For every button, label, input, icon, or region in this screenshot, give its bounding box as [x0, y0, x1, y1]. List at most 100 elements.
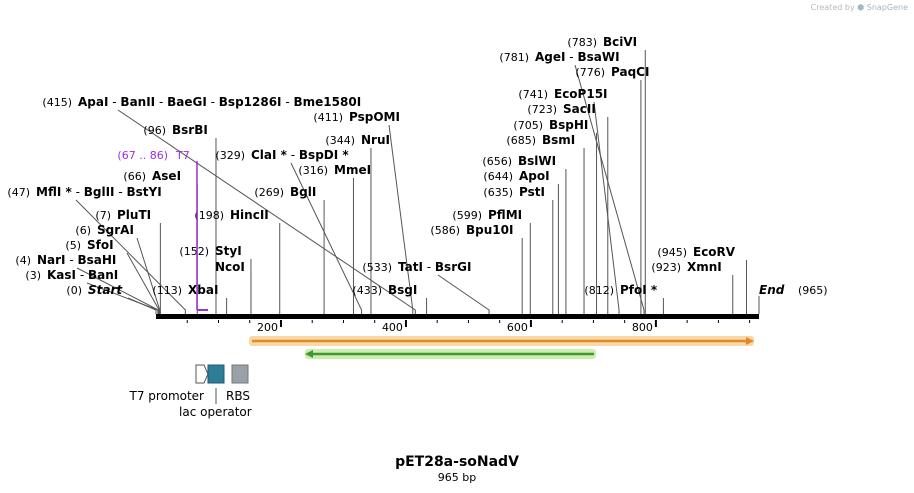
enzyme-name[interactable]: TatI: [398, 260, 423, 274]
enzyme-name[interactable]: Start: [88, 283, 123, 297]
site-enzymes[interactable]: PaqCI: [611, 65, 649, 79]
enzyme-name[interactable]: BspHI: [549, 118, 588, 132]
site-enzymes[interactable]: BsgI: [388, 283, 417, 297]
enzyme-name[interactable]: BsmI: [542, 133, 575, 147]
enzyme-name[interactable]: MflI *: [36, 185, 72, 199]
site-enzymes[interactable]: BciVI: [603, 35, 637, 49]
enzyme-name[interactable]: BsrBI: [172, 123, 208, 137]
enzyme-name[interactable]: SfoI: [87, 238, 114, 252]
site-position: (7): [95, 209, 111, 222]
enzyme-name[interactable]: BslWI: [518, 154, 556, 168]
enzyme-name[interactable]: EcoRV: [693, 245, 736, 259]
enzyme-name[interactable]: BsaWI: [577, 50, 619, 64]
site-enzymes[interactable]: HincII: [230, 208, 269, 222]
site-position: (533): [362, 261, 392, 274]
site-enzymes[interactable]: Bpu10I: [466, 223, 513, 237]
site-enzymes[interactable]: ApoI: [519, 169, 550, 183]
site-enzymes[interactable]: BsmI: [542, 133, 575, 147]
site-position: (47): [7, 186, 30, 199]
site-enzymes[interactable]: AseI: [152, 169, 181, 183]
site-leader-line: [574, 64, 645, 314]
site-enzymes[interactable]: PstI: [519, 185, 545, 199]
enzyme-name[interactable]: PflMI: [488, 208, 522, 222]
enzyme-name[interactable]: BsgI: [388, 283, 417, 297]
enzyme-name[interactable]: EcoP15I: [554, 87, 608, 101]
arrow-left-icon: [305, 350, 313, 358]
site-enzymes[interactable]: SfoI: [87, 238, 114, 252]
enzyme-name[interactable]: BglI: [290, 185, 316, 199]
enzyme-name[interactable]: PaqCI: [611, 65, 649, 79]
site-enzymes[interactable]: NarI - BsaHI: [37, 253, 116, 267]
enzyme-name[interactable]: NcoI: [215, 260, 245, 274]
site-enzymes[interactable]: Start: [88, 283, 123, 297]
site-enzymes[interactable]: PflMI: [488, 208, 522, 222]
enzyme-name[interactable]: BanI: [88, 268, 118, 282]
site-enzymes[interactable]: PspOMI: [349, 110, 400, 124]
enzyme-name[interactable]: AseI: [152, 169, 181, 183]
site-enzymes[interactable]: AgeI - BsaWI: [535, 50, 620, 64]
enzyme-name[interactable]: BsrGI: [435, 260, 472, 274]
site-enzymes[interactable]: SgrAI: [97, 223, 134, 237]
enzyme-name[interactable]: BaeGI: [167, 95, 207, 109]
enzyme-name[interactable]: SacII: [563, 102, 596, 116]
site-enzymes[interactable]: EcoP15I: [554, 87, 608, 101]
enzyme-name[interactable]: BglII: [84, 185, 115, 199]
enzyme-name[interactable]: XmnI: [687, 260, 722, 274]
enzyme-name[interactable]: PfoI *: [620, 283, 658, 297]
enzyme-name[interactable]: Bpu10I: [466, 223, 513, 237]
enzyme-name[interactable]: HincII: [230, 208, 269, 222]
enzyme-name[interactable]: SgrAI: [97, 223, 134, 237]
site-enzymes[interactable]: StyI: [215, 244, 242, 258]
site-enzymes[interactable]: BsrBI: [172, 123, 208, 137]
site-position: (644): [483, 170, 513, 183]
site-enzymes[interactable]: SacII: [563, 102, 596, 116]
enzyme-name[interactable]: BanII: [120, 95, 155, 109]
enzyme-name[interactable]: MmeI: [334, 163, 371, 177]
site-position: (656): [482, 155, 512, 168]
site-enzymes[interactable]: KasI - BanI: [47, 268, 118, 282]
site-position: (812): [584, 284, 614, 297]
enzyme-name[interactable]: XbaI: [188, 283, 218, 297]
site-enzymes[interactable]: NruI: [361, 133, 390, 147]
site-enzymes[interactable]: XbaI: [188, 283, 218, 297]
site-enzymes[interactable]: BglI: [290, 185, 316, 199]
enzyme-name[interactable]: BspDI *: [299, 148, 349, 162]
site-position: (741): [518, 88, 548, 101]
enzyme-name[interactable]: BstYI: [126, 185, 161, 199]
orf-feature-green[interactable]: [305, 349, 596, 359]
enzyme-name[interactable]: BciVI: [603, 35, 637, 49]
site-position: (198): [194, 209, 224, 222]
site-enzymes[interactable]: ClaI * - BspDI *: [251, 148, 349, 162]
enzyme-name[interactable]: KasI: [47, 268, 76, 282]
site-enzymes[interactable]: ApaI - BanII - BaeGI - Bsp1286I - Bme158…: [78, 95, 361, 109]
snapgene-logo-icon: ⬢: [857, 3, 865, 12]
enzyme-name[interactable]: NarI: [37, 253, 66, 267]
enzyme-name[interactable]: Bsp1286I: [219, 95, 282, 109]
orf-feature-orange[interactable]: [249, 336, 754, 346]
enzyme-name[interactable]: ApoI: [519, 169, 550, 183]
enzyme-name[interactable]: PstI: [519, 185, 545, 199]
enzyme-name[interactable]: PspOMI: [349, 110, 400, 124]
site-enzymes[interactable]: BspHI: [549, 118, 588, 132]
enzyme-name[interactable]: PluTI: [117, 208, 151, 222]
site-enzymes[interactable]: MflI * - BglII - BstYI: [36, 185, 162, 199]
enzyme-name[interactable]: StyI: [215, 244, 242, 258]
site-enzymes[interactable]: PluTI: [117, 208, 151, 222]
site-enzymes[interactable]: BslWI: [518, 154, 556, 168]
site-enzymes[interactable]: TatI - BsrGI: [398, 260, 471, 274]
site-enzymes[interactable]: XmnI: [687, 260, 722, 274]
site-enzymes[interactable]: PfoI *: [620, 283, 658, 297]
site-enzymes[interactable]: EcoRV: [693, 245, 736, 259]
enzyme-name[interactable]: AgeI: [535, 50, 565, 64]
site-leader-line: [136, 237, 161, 314]
site-enzymes[interactable]: NcoI: [215, 260, 245, 274]
enzyme-name[interactable]: ClaI *: [251, 148, 288, 162]
enzyme-name[interactable]: Bme1580I: [294, 95, 362, 109]
enzyme-name[interactable]: BsaHI: [78, 253, 117, 267]
credit-brand: SnapGene: [866, 3, 908, 12]
enzyme-name[interactable]: ApaI: [78, 95, 108, 109]
site-enzymes[interactable]: MmeI: [334, 163, 371, 177]
site-position: (415): [42, 96, 72, 109]
primer-t7[interactable]: (67 .. 86) T7: [117, 149, 208, 311]
enzyme-name[interactable]: NruI: [361, 133, 390, 147]
